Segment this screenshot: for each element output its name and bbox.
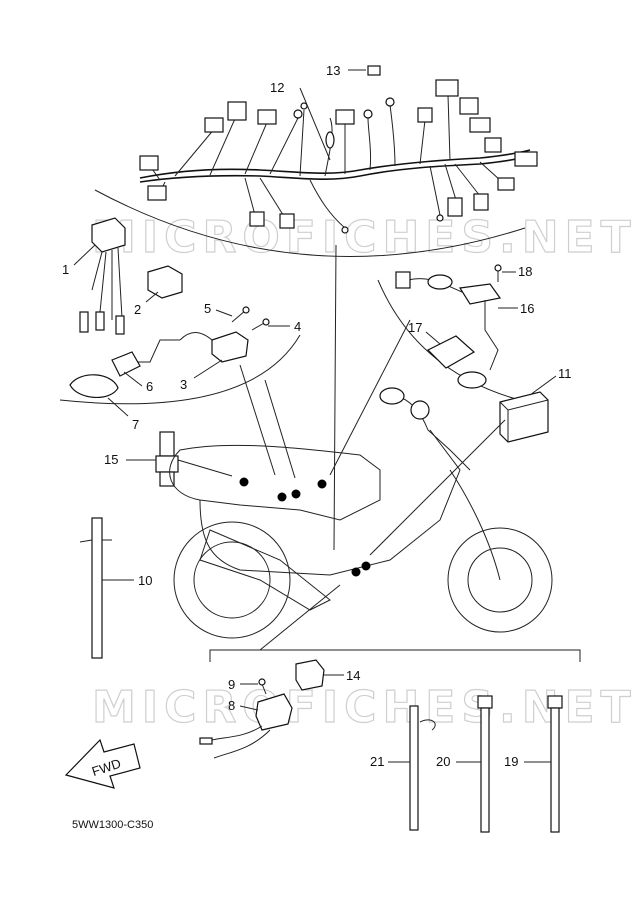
screw-9 [258,678,267,695]
callout-6: 6 [146,379,153,394]
gasket [426,335,476,369]
flasher-relay [295,659,325,691]
callout-17: 17 [408,320,422,335]
cable-tie-10 [79,517,112,659]
callout-1: 1 [62,262,69,277]
fuel-sender [395,271,502,389]
callout-8: 8 [228,698,235,713]
callout-12: 12 [270,80,284,95]
cable-tie-21 [409,705,436,831]
pointer-starter-switch [177,459,233,477]
harness-group-arc [94,189,526,257]
callout-10: 10 [138,573,152,588]
callout-16: 16 [520,301,534,316]
watermark-bottom: MICROFICHES.NET [92,682,637,733]
callout-11: 11 [558,366,572,381]
bolt-4 [251,318,270,331]
pointer-right-group-a [329,319,411,476]
scooter-body [169,387,553,639]
fuse [367,65,381,76]
bolt-5 [231,306,250,323]
watermark-top: MICROFICHES.NET [92,212,637,263]
callout-7: 7 [132,417,139,432]
callout-3: 3 [180,377,187,392]
callout-13: 13 [326,63,340,78]
callout-9: 9 [228,677,235,692]
screw-18 [494,264,502,282]
location-dots [239,477,371,577]
diagram-code: 5WW1300-C350 [72,819,153,831]
wire-harness [139,79,538,234]
plug-cap-cover [69,374,119,399]
battery [499,391,549,443]
pointer-left-group-a [239,364,276,476]
callout-2: 2 [134,302,141,317]
cable-tie-19 [547,695,563,833]
pointer-battery [369,419,506,556]
bottom-group-bracket [209,649,581,662]
fwd-arrow: FWD [64,738,141,789]
callout-18: 18 [518,264,532,279]
left-group-arc [59,334,301,405]
callouts: 1 2 3 4 5 6 7 8 9 10 11 12 13 14 15 16 1 [62,63,572,769]
pointer-harness [333,244,337,551]
cdi-module [199,693,293,759]
pointer-bottom-group [259,584,341,651]
callout-19: 19 [504,754,518,769]
ignition-coil [128,331,249,363]
callout-4: 4 [294,319,301,334]
callout-15: 15 [104,452,118,467]
callout-20: 20 [436,754,450,769]
relay [147,265,183,299]
cable-tie-20 [477,695,493,833]
callout-14: 14 [346,668,360,683]
starter-switch [155,431,179,487]
callout-21: 21 [370,754,384,769]
callout-5: 5 [204,301,211,316]
spark-plug-cap [111,351,141,377]
pointer-left-group-b [264,379,296,479]
cdi-unit [79,217,126,335]
